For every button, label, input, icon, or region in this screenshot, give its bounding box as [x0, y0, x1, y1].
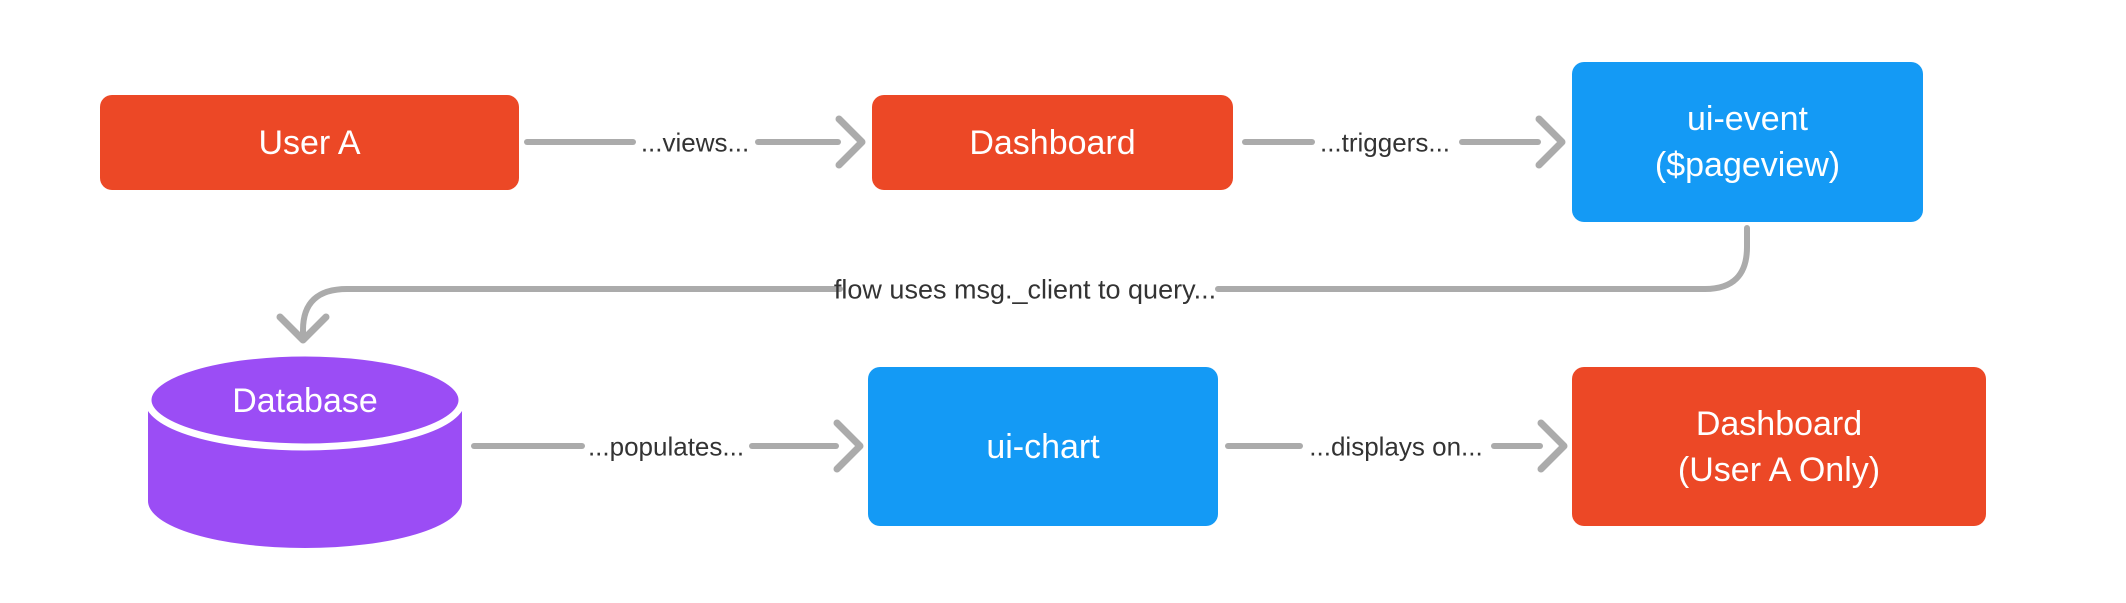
node-dashboard-label: Dashboard — [969, 123, 1136, 162]
edge-query-line-right — [1215, 225, 1750, 292]
node-user-a-label: User A — [258, 123, 361, 162]
edge-populates — [471, 419, 864, 473]
node-user-a: User A — [100, 95, 519, 190]
edge-displays-on — [1225, 419, 1568, 473]
edge-displays-on-label: ...displays on... — [1309, 431, 1483, 462]
edge-views-arrowhead-icon — [835, 115, 866, 169]
edge-views-label: ...views... — [640, 127, 750, 158]
edge-triggers — [1242, 115, 1566, 169]
edge-query-label: flow uses msg._client to query... — [833, 274, 1217, 305]
edge-views — [524, 115, 866, 169]
edge-populates-label: ...populates... — [587, 431, 745, 462]
node-ui-chart-label: ui-chart — [986, 427, 1100, 466]
node-dashboard-user-a-only-label-line1: Dashboard — [1695, 404, 1863, 443]
node-dashboard-user-a-only-label-line2: (User A Only) — [1677, 450, 1881, 489]
edge-query — [276, 225, 1750, 344]
node-ui-event-label-line1: ui-event — [1687, 100, 1808, 138]
edge-triggers-arrowhead-icon — [1535, 115, 1566, 169]
database-cylinder-icon — [144, 349, 466, 548]
node-dashboard-user-a-only: Dashboard (User A Only) — [1572, 367, 1986, 526]
node-ui-event: ui-event ($pageview) — [1572, 62, 1923, 222]
edge-displays-on-arrowhead-icon — [1537, 419, 1568, 473]
edge-triggers-label: ...triggers... — [1319, 127, 1451, 158]
node-database-label: Database — [232, 382, 378, 420]
edge-query-arrowhead-icon — [276, 313, 330, 344]
edge-populates-arrowhead-icon — [833, 419, 864, 473]
database-cylinder-top — [144, 349, 466, 451]
node-ui-chart: ui-chart — [868, 367, 1218, 526]
node-ui-event-label-line2: ($pageview) — [1654, 146, 1841, 184]
node-dashboard: Dashboard — [872, 95, 1233, 190]
edge-query-line-left — [300, 286, 843, 337]
